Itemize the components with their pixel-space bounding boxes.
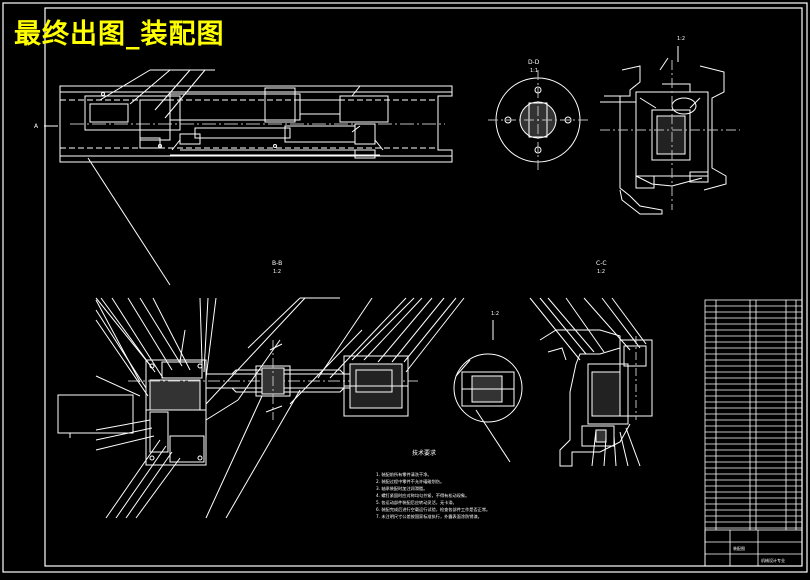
section-c-c-view: C-C 1:2: [529, 260, 653, 467]
detail-view-scale: 1:2: [491, 311, 499, 317]
section-b-b-name: B-B: [272, 260, 282, 267]
note-line: 7. 未注明尺寸公差按国家标准执行，外露表面涂防锈漆。: [376, 513, 482, 520]
inner-frame: [44, 7, 803, 567]
note-line: 2. 装配过程中零件不允许磕碰划伤。: [376, 478, 444, 485]
section-d-d-scale: 1:1: [530, 68, 538, 74]
detail-view: 1:2: [453, 311, 523, 463]
note-line: 5. 各运动部件装配后应转动灵活，无卡滞。: [376, 499, 457, 506]
notes-heading: 技术要求: [412, 449, 436, 457]
right-side-view: 1:2: [600, 36, 740, 215]
note-line: 4. 螺钉紧固时应对称均匀拧紧，不得有松动现象。: [376, 492, 469, 499]
side-view-scale: 1:2: [677, 36, 685, 42]
section-b-b-view: B-B 1:2: [57, 260, 465, 519]
section-a-label: A: [34, 123, 39, 130]
section-c-c-scale: 1:2: [597, 269, 605, 275]
section-b-b-scale: 1:2: [273, 269, 281, 275]
parts-list-table: 装配图 机械设计专业: [704, 299, 803, 567]
note-line: 3. 轴承装配时加注润滑脂。: [376, 485, 427, 492]
note-line: 1. 装配前所有零件清洗干净。: [376, 471, 432, 478]
section-d-d-name: D-D: [528, 59, 540, 66]
top-elevation-view: A: [34, 69, 453, 286]
title-block-drawing-name: 装配图: [733, 545, 745, 551]
section-d-d-view: D-D 1:1: [488, 59, 588, 170]
outer-frame: [2, 2, 808, 573]
overlay-title: 最终出图_装配图: [14, 19, 225, 50]
note-line: 6. 装配完成后进行空载运行试验，检查各部件工作是否正常。: [376, 506, 490, 513]
technical-notes: 技术要求 1. 装配前所有零件清洗干净。 2. 装配过程中零件不允许磕碰划伤。 …: [376, 449, 490, 520]
section-c-c-name: C-C: [596, 260, 607, 267]
title-block-school: 机械设计专业: [761, 557, 785, 563]
